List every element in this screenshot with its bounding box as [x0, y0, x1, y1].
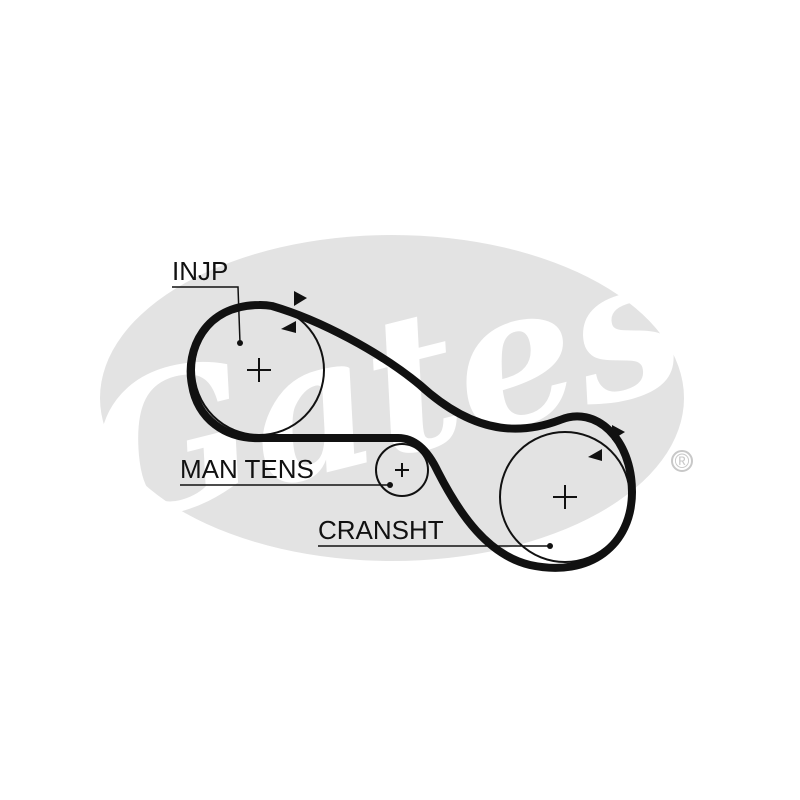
injection-pump-center-mark — [247, 358, 271, 382]
watermark-oval — [100, 235, 684, 561]
tensioner-pulley — [375, 443, 429, 497]
injection-pump-leader-dot — [237, 340, 243, 346]
tensioner-center-mark — [395, 463, 409, 477]
crankshaft-center-mark — [553, 485, 577, 509]
injection-pump-label: INJP — [172, 256, 228, 286]
timing-belt — [186, 300, 636, 572]
registered-mark-circle — [671, 450, 693, 472]
crankshaft-leader-dot — [547, 543, 553, 549]
manual-tensioner-label: MAN TENS — [180, 454, 314, 484]
rotation-arrow-icon — [612, 425, 625, 440]
rotation-arrow-icon — [294, 291, 307, 306]
crankshaft-label: CRANSHT — [318, 515, 444, 545]
tensioner-leader-dot — [387, 482, 393, 488]
rotation-arrow-icon — [281, 321, 296, 333]
rotation-arrow-icon — [588, 449, 602, 461]
registered-mark: ® — [675, 451, 690, 473]
injection-pump-leader-line — [172, 286, 241, 344]
brand-watermark: Gates ® — [66, 209, 703, 571]
